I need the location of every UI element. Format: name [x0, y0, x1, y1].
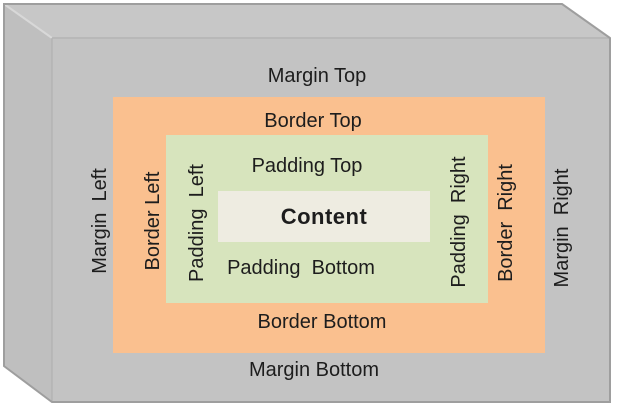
margin-bottom-label: Margin Bottom: [248, 359, 380, 381]
margin-left-label: Margin Left: [89, 168, 111, 274]
slab-outline: [3, 3, 611, 403]
border-left-label: Border Left: [142, 171, 164, 271]
content-box: Content: [218, 191, 430, 242]
margin-left-face: [4, 4, 52, 402]
margin-top-label: Margin Top: [267, 65, 367, 87]
padding-right-label: Padding Right: [448, 156, 470, 288]
border-bottom-label: Border Bottom: [257, 311, 387, 333]
border-right-label: Border Right: [495, 164, 517, 282]
padding-bottom-label: Padding Bottom: [227, 257, 375, 279]
content-label: Content: [280, 203, 368, 229]
face-seam-edges: [51, 37, 610, 402]
padding-top-label: Padding Top: [251, 155, 363, 177]
padding-left-label: Padding Left: [186, 164, 208, 282]
margin-top-face: [4, 4, 610, 38]
border-top-label: Border Top: [264, 110, 362, 132]
margin-right-label: Margin Right: [551, 168, 573, 288]
